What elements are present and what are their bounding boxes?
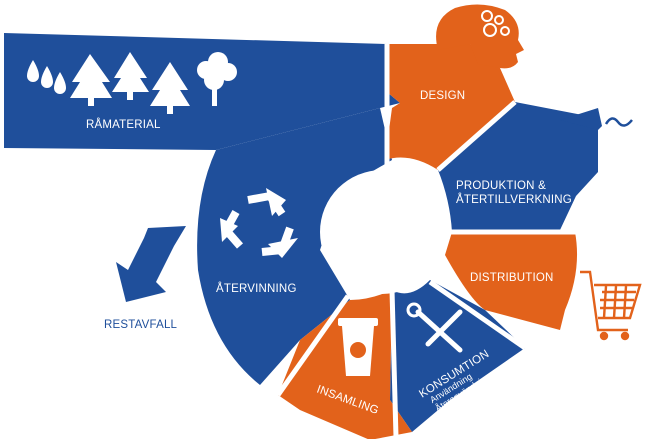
label-produktion-1: PRODUKTION & (456, 180, 546, 192)
segment-insamling (278, 290, 412, 439)
segment-produktion (438, 102, 598, 232)
label-distribution: DISTRIBUTION (470, 272, 554, 284)
label-produktion-2: ÅTERTILLVERKNING (456, 193, 572, 206)
factory-icon (560, 108, 602, 130)
shopping-cart-icon (580, 270, 642, 341)
arrow-down-icon (116, 226, 186, 302)
segment-ramaterial (4, 33, 400, 150)
label-ramaterial: RÅMATERIAL (86, 118, 161, 131)
center-hole (320, 170, 444, 294)
segment-distribution (445, 232, 578, 330)
deciduous-tree-icon (197, 52, 237, 106)
tools-icon (406, 302, 463, 353)
label-restavfall: RESTAVFALL (104, 319, 178, 331)
segment-separators (275, 44, 580, 438)
recycling-bin-icon (338, 318, 378, 376)
segment-design (385, 44, 515, 170)
gear-cluster (481, 10, 510, 37)
segment-atervinning (197, 108, 392, 385)
pine-tree-icon (70, 52, 190, 114)
factory-smoke (604, 117, 633, 127)
water-drop-icon (27, 60, 66, 94)
label-design: DESIGN (420, 90, 465, 102)
label-atervinning: ÅTERVINNING (216, 282, 297, 295)
